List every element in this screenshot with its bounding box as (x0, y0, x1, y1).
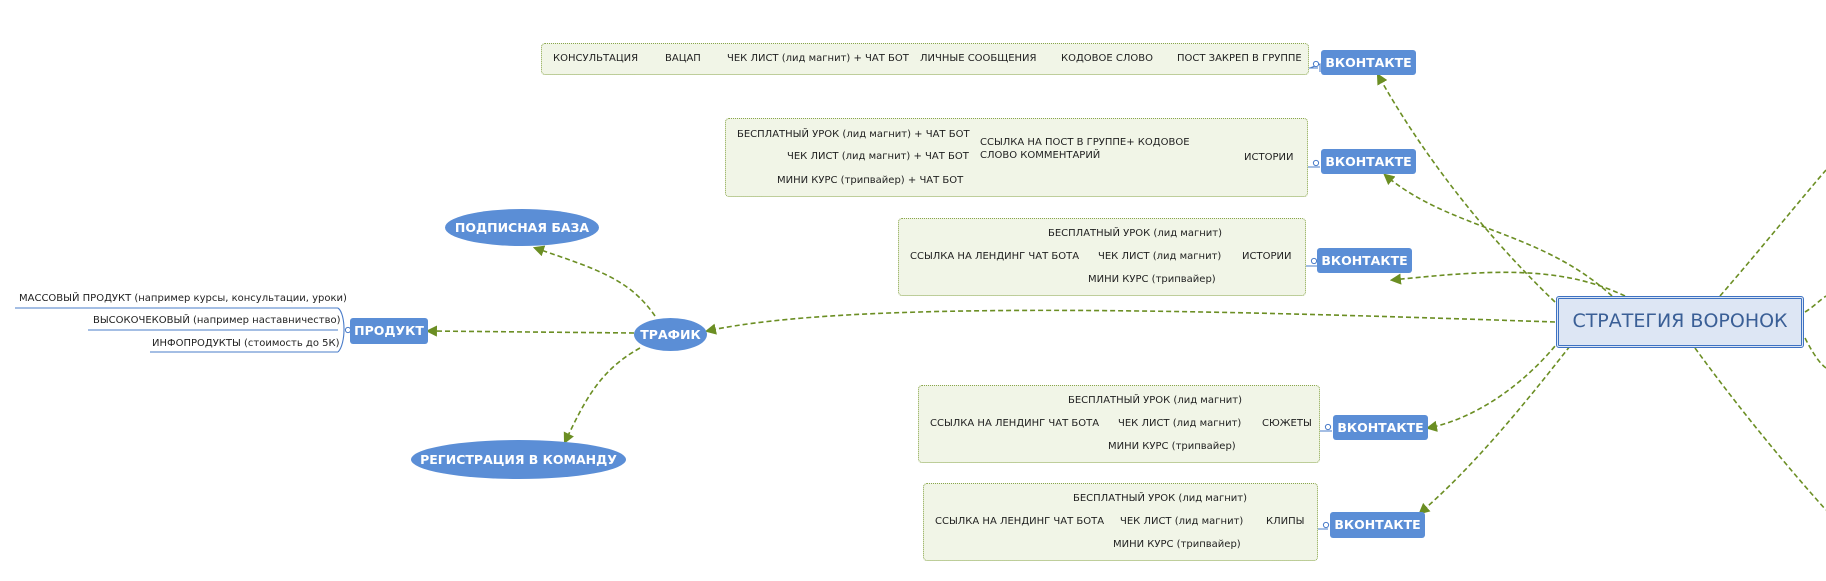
vk2-option-free-lesson: БЕСПЛАТНЫЙ УРОК (лид магнит) + ЧАТ БОТ (737, 129, 970, 140)
vk4-option-checklist: ЧЕК ЛИСТ (лид магнит) (1118, 418, 1242, 429)
vk5-option-checklist: ЧЕК ЛИСТ (лид магнит) (1120, 516, 1244, 527)
vk2-node[interactable]: ВКОНТАКТЕ (1321, 149, 1416, 174)
vk3-group (898, 218, 1306, 296)
vk4-node[interactable]: ВКОНТАКТЕ (1333, 415, 1428, 440)
vk4-option-free-lesson: БЕСПЛАТНЫЙ УРОК (лид магнит) (1068, 395, 1242, 406)
vk3-format-stories: ИСТОРИИ (1242, 251, 1292, 262)
vk1-group (541, 43, 1309, 75)
vk1-item-consultation: КОНСУЛЬТАЦИЯ (553, 53, 639, 64)
vk3-link-landing: ССЫЛКА НА ЛЕНДИНГ ЧАТ БОТА (910, 251, 1080, 262)
branch-offscreen-3 (1804, 337, 1826, 369)
vk1-item-direct-messages: ЛИЧНЫЕ СООБЩЕНИЯ (920, 53, 1037, 64)
vk1-item-pinned-post: ПОСТ ЗАКРЕП В ГРУППЕ (1177, 53, 1302, 64)
product-node[interactable]: ПРОДУКТ (350, 318, 428, 344)
vk2-group (725, 118, 1308, 197)
vk5-option-free-lesson: БЕСПЛАТНЫЙ УРОК (лид магнит) (1073, 493, 1247, 504)
vk5-node[interactable]: ВКОНТАКТЕ (1330, 512, 1425, 538)
vk1-item-whatsapp: ВАЦАП (665, 53, 701, 64)
vk4-link-landing: ССЫЛКА НА ЛЕНДИНГ ЧАТ БОТА (930, 418, 1100, 429)
vk1-node[interactable]: ВКОНТАКТЕ (1321, 50, 1416, 75)
vk2-format-stories: ИСТОРИИ (1244, 152, 1294, 163)
branch-offscreen-1 (1719, 169, 1826, 297)
traffic-node[interactable]: ТРАФИК (634, 318, 707, 351)
vk2-link-post: ССЫЛКА НА ПОСТ В ГРУППЕ+ КОДОВОЕ СЛОВО К… (980, 137, 1190, 161)
branch-offscreen-4 (1694, 347, 1826, 511)
arrow-traffic-registration (563, 347, 641, 445)
central-topic[interactable]: СТРАТЕГИЯ ВОРОНОК (1556, 296, 1804, 348)
vk3-option-mini-course: МИНИ КУРС (трипвайер) (1088, 274, 1216, 285)
arrow-traffic-product (425, 325, 635, 337)
vk1-item-code-word: КОДОВОЕ СЛОВО (1061, 53, 1153, 64)
vk3-node[interactable]: ВКОНТАКТЕ (1317, 248, 1412, 273)
vk5-option-mini-course: МИНИ КУРС (трипвайер) (1113, 539, 1241, 550)
team-registration-node[interactable]: РЕГИСТРАЦИЯ В КОМАНДУ (411, 440, 626, 479)
vk4-group (918, 385, 1320, 463)
arrow-central-vk2 (1383, 173, 1613, 297)
arrow-central-traffic (704, 309, 1556, 335)
vk1-item-checklist: ЧЕК ЛИСТ (лид магнит) + ЧАТ БОТ (727, 53, 909, 64)
vk5-link-landing: ССЫЛКА НА ЛЕНДИНГ ЧАТ БОТА (935, 516, 1105, 527)
vk3-option-checklist: ЧЕК ЛИСТ (лид магнит) (1098, 251, 1222, 262)
arrow-central-vk4 (1425, 339, 1561, 432)
vk2-option-checklist: ЧЕК ЛИСТ (лид магнит) + ЧАТ БОТ (787, 151, 969, 162)
vk5-group (923, 483, 1318, 561)
product-item-mass: МАССОВЫЙ ПРОДУКТ (например курсы, консул… (19, 293, 347, 304)
arrow-central-vk1 (1376, 73, 1556, 303)
arrow-central-vk5 (1418, 345, 1571, 515)
arrow-central-vk3 (1389, 271, 1626, 297)
subscription-base-node[interactable]: ПОДПИСНАЯ БАЗА (445, 209, 599, 246)
vk2-option-mini-course: МИНИ КУРС (трипвайер) + ЧАТ БОТ (777, 175, 964, 186)
product-item-infoproducts: ИНФОПРОДУКТЫ (стоимость до 5К) (152, 338, 340, 349)
vk3-option-free-lesson: БЕСПЛАТНЫЙ УРОК (лид магнит) (1048, 228, 1222, 239)
vk4-option-mini-course: МИНИ КУРС (трипвайер) (1108, 441, 1236, 452)
arrow-traffic-subscription (532, 245, 656, 317)
vk5-format-clips: КЛИПЫ (1266, 516, 1305, 527)
vk4-format-plots: СЮЖЕТЫ (1262, 418, 1312, 429)
product-item-high-ticket: ВЫСОКОЧЕКОВЫЙ (например наставничество) (93, 315, 341, 326)
branch-offscreen-2 (1804, 295, 1826, 313)
